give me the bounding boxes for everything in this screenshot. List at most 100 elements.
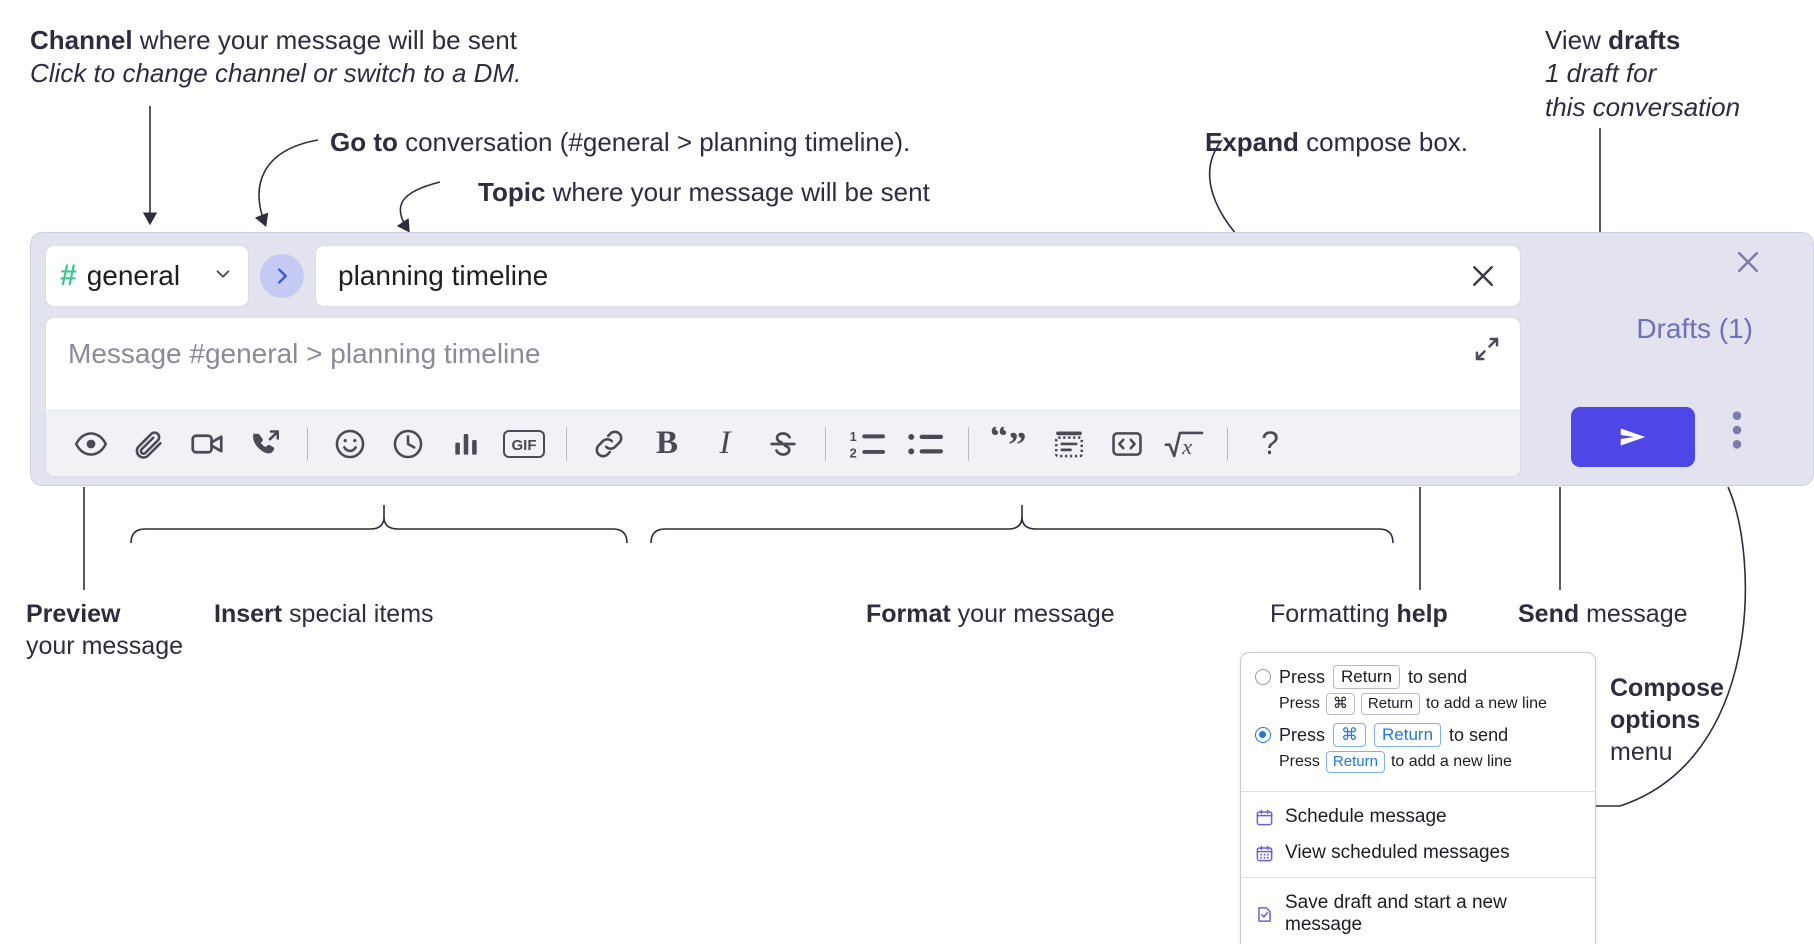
annotation-format-rest: your message (950, 600, 1115, 628)
annotation-compose-options-bold2: options (1610, 706, 1701, 734)
annotation-goto-rest: conversation (#general > planning timeli… (397, 127, 911, 157)
formatting-toolbar: GIF B I (46, 410, 1520, 476)
chevron-down-icon (212, 263, 234, 290)
annotation-channel-bold: Channel (30, 25, 133, 55)
menu-divider (1241, 877, 1595, 878)
topic-input[interactable]: planning timeline (315, 245, 1521, 307)
annotation-topic: Topic where your message will be sent (478, 176, 930, 209)
toolbar-divider (1227, 426, 1228, 461)
toolbar-divider (566, 426, 567, 461)
toolbar-divider (307, 426, 308, 461)
drafts-link[interactable]: Drafts (1) (1636, 313, 1753, 344)
annotation-preview: Preview your message (26, 598, 183, 662)
send-option-cmd-return[interactable]: Press ⌘ Return to send (1255, 723, 1581, 747)
annotation-topic-bold: Topic (478, 177, 546, 207)
annotation-compose-options-rest: menu (1610, 738, 1673, 766)
kbd-return: Return (1374, 723, 1442, 747)
send-button[interactable] (1571, 407, 1695, 467)
bold-icon[interactable]: B (655, 425, 678, 461)
kbd-return: Return (1360, 693, 1420, 715)
code-block-icon[interactable] (1040, 415, 1098, 473)
annotation-drafts-italic2: this conversation (1545, 91, 1741, 122)
radio-selected[interactable] (1255, 727, 1271, 743)
gif-icon[interactable]: GIF (495, 415, 553, 473)
annotation-channel-italic: Click to change channel or switch to a D… (30, 58, 522, 89)
annotation-drafts: View drafts 1 draft for this conversatio… (1545, 24, 1740, 124)
expand-compose-button[interactable] (1472, 334, 1502, 369)
video-icon[interactable] (178, 415, 236, 473)
radio-unselected[interactable] (1255, 669, 1271, 685)
annotation-insert: Insert special items (214, 598, 434, 630)
menu-item-label: Save draft and start a new message (1285, 892, 1507, 935)
annotation-preview-bold: Preview (26, 600, 121, 628)
italic-icon[interactable]: I (719, 425, 731, 461)
send-shortcut-options: Press Return to send Press ⌘ Return to a… (1241, 653, 1595, 791)
topic-value: planning timeline (338, 260, 549, 291)
kbd-return: Return (1325, 751, 1385, 773)
annotation-preview-rest: your message (26, 632, 184, 660)
help-icon[interactable]: ? (1261, 425, 1279, 461)
annotation-drafts-italic1: 1 draft for (1545, 58, 1657, 89)
menu-item-save-draft[interactable]: Save draft and start a new message (1241, 882, 1595, 943)
option1-post: to send (1408, 666, 1468, 687)
menu-item-schedule-message[interactable]: Schedule message (1241, 796, 1595, 835)
annotation-insert-bold: Insert (214, 600, 283, 628)
kbd-return: Return (1333, 665, 1401, 689)
compose-options-button[interactable] (1731, 410, 1743, 455)
message-input[interactable]: Message #general > planning timeline (46, 318, 1520, 410)
compose-header-row: # general planning timeline (45, 245, 1521, 307)
emoji-icon[interactable] (321, 415, 379, 473)
option2-sub-pre: Press (1279, 753, 1320, 770)
annotation-expand-bold: Expand (1205, 127, 1299, 157)
clock-icon[interactable] (379, 415, 437, 473)
option1-sub-post: to add a new line (1425, 695, 1547, 712)
annotation-drafts-bold: drafts (1608, 25, 1681, 55)
message-box: Message #general > planning timeline (45, 317, 1521, 477)
toolbar-divider (825, 426, 826, 461)
svg-text:2: 2 (850, 445, 857, 460)
svg-text:x: x (1181, 433, 1192, 458)
close-compose-button[interactable] (1733, 247, 1763, 282)
clear-topic-button[interactable] (1468, 261, 1498, 291)
annotation-format-bold: Format (866, 600, 951, 628)
channel-selector[interactable]: # general (45, 245, 249, 307)
annotation-expand: Expand compose box. (1205, 126, 1468, 159)
annotation-help: Formatting help (1270, 598, 1448, 630)
svg-text:GIF: GIF (512, 437, 537, 454)
kbd-command: ⌘ (1333, 723, 1367, 747)
go-to-conversation-button[interactable] (260, 254, 304, 298)
annotation-channel: Channel where your message will be sent … (30, 24, 521, 91)
option2-pre: Press (1279, 724, 1326, 745)
strikethrough-icon[interactable] (754, 415, 812, 473)
option2-post: to send (1449, 724, 1509, 745)
draft-check-icon (1255, 905, 1274, 924)
link-icon[interactable] (580, 415, 638, 473)
calendar-grid-icon (1255, 844, 1274, 863)
option1-sub-pre: Press (1279, 695, 1320, 712)
code-icon[interactable] (1098, 415, 1156, 473)
menu-schedule-group: Schedule message View scheduled messages (1241, 792, 1595, 877)
compose-inner: # general planning timeline (45, 245, 1521, 477)
preview-icon[interactable] (62, 415, 120, 473)
channel-name: general (86, 260, 181, 291)
annotation-drafts-pre: View (1545, 25, 1609, 55)
option1-pre: Press (1279, 666, 1326, 687)
expand-icon (1475, 337, 1499, 361)
send-option-return-sub: Press ⌘ Return to add a new line (1279, 693, 1581, 715)
call-icon[interactable] (236, 415, 294, 473)
send-option-cmd-return-sub: Press Return to add a new line (1279, 751, 1581, 773)
annotation-format: Format your message (866, 598, 1115, 630)
poll-icon[interactable] (437, 415, 495, 473)
blockquote-icon[interactable]: “” (982, 415, 1040, 473)
attachment-icon[interactable] (120, 415, 178, 473)
menu-item-view-scheduled[interactable]: View scheduled messages (1241, 835, 1595, 871)
annotation-goto: Go to conversation (#general > planning … (330, 126, 910, 159)
math-icon[interactable]: x (1156, 415, 1214, 473)
bullet-list-icon[interactable] (897, 415, 955, 473)
annotation-help-bold: help (1396, 600, 1448, 628)
send-option-return[interactable]: Press Return to send (1255, 665, 1581, 689)
chevron-right-icon (278, 268, 287, 284)
svg-text:1: 1 (850, 429, 857, 444)
